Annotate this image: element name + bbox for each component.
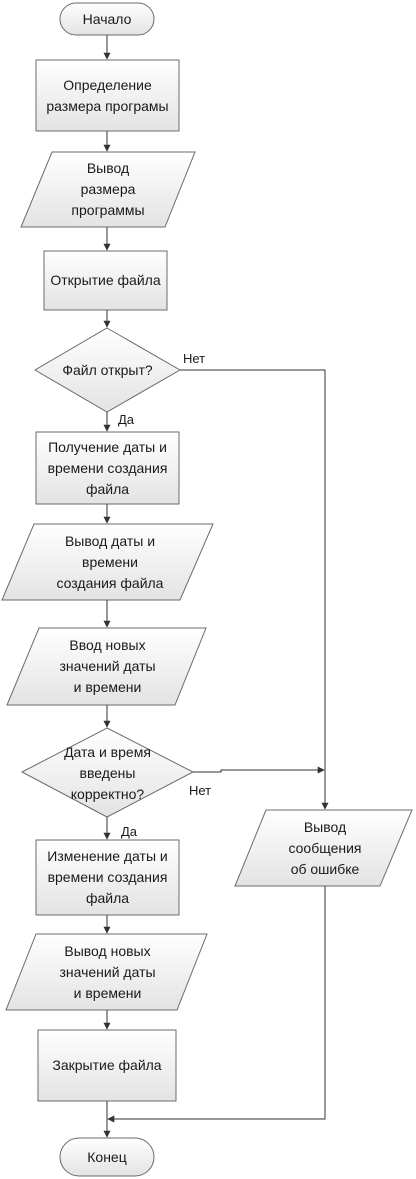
step-size-process bbox=[35, 59, 180, 132]
output-size-label: Вывод размера программы bbox=[71, 160, 145, 218]
edge-no-valid-error bbox=[193, 766, 325, 774]
start-label: Начало bbox=[82, 10, 132, 27]
branch-label-yes-opened: Да bbox=[118, 412, 135, 427]
step-size-label: Определение размера програмы bbox=[46, 76, 169, 114]
output-date-io bbox=[1, 523, 214, 601]
edge-error-end bbox=[107, 886, 326, 1123]
branch-label-no-opened: Нет bbox=[183, 351, 206, 366]
close-file-label: Закрытие файла bbox=[52, 1057, 162, 1073]
decision-valid-label: Дата и время введены корректно? bbox=[64, 743, 151, 802]
open-file-process bbox=[43, 250, 168, 311]
end-terminal bbox=[59, 1137, 155, 1177]
change-date-process bbox=[35, 839, 180, 916]
input-new-label: Ввод новых значений даты и времени bbox=[59, 637, 156, 695]
output-size-io bbox=[20, 151, 196, 228]
get-date-label: Получение даты и времени создания файла bbox=[47, 438, 168, 497]
end-label: Конец bbox=[87, 1148, 127, 1165]
open-file-label: Открытие файла bbox=[50, 272, 161, 288]
input-new-io bbox=[6, 627, 207, 706]
edge-no-open-error bbox=[180, 369, 329, 810]
change-date-label: Изменение даты и времени создания файла bbox=[47, 848, 168, 906]
error-msg-io bbox=[234, 809, 413, 887]
output-new-io bbox=[5, 933, 208, 1011]
branch-label-yes-valid: Да bbox=[121, 824, 138, 839]
output-new-label: Вывод новых значений даты и времени bbox=[59, 942, 156, 1001]
output-date-label: Вывод даты и времени создания файла bbox=[56, 532, 164, 591]
decision-opened-label: Файл открыт? bbox=[62, 361, 153, 378]
close-file-process bbox=[37, 1029, 177, 1102]
branch-label-no-valid: Нет bbox=[189, 783, 212, 798]
error-msg-label: Вывод сообщения об ошибке bbox=[288, 818, 362, 877]
get-date-process bbox=[35, 431, 180, 505]
